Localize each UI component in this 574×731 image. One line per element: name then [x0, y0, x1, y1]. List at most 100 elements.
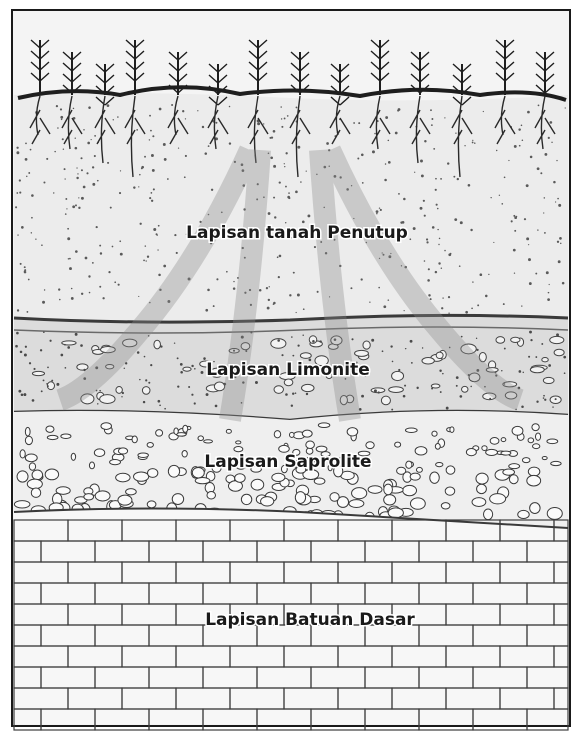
limonite-speckle	[564, 372, 566, 374]
soil-speckle	[565, 107, 566, 108]
soil-speckle	[58, 288, 60, 290]
limonite-speckle	[529, 331, 532, 334]
limonite-speckle	[297, 344, 299, 346]
soil-speckle	[19, 179, 21, 181]
saprolite-stone	[182, 451, 187, 457]
saprolite-stone	[172, 494, 183, 505]
saprolite-stone	[416, 467, 422, 472]
saprolite-stone	[415, 447, 427, 455]
soil-speckle	[353, 122, 355, 124]
soil-speckle	[75, 204, 77, 206]
soil-speckle	[83, 129, 85, 131]
soil-speckle	[513, 249, 516, 252]
saprolite-stone	[530, 503, 540, 514]
saprolite-stone	[302, 430, 312, 437]
limonite-speckle	[442, 373, 444, 375]
limonite-speckle	[398, 369, 400, 371]
soil-speckle	[437, 229, 438, 230]
saprolite-stone	[406, 461, 412, 468]
soil-speckle	[94, 155, 96, 157]
limonite-pebble	[154, 340, 161, 349]
saprolite-stone	[116, 473, 130, 482]
saprolite-stone	[476, 473, 488, 484]
saprolite-stone	[234, 446, 243, 451]
limonite-speckle	[519, 370, 522, 373]
saprolite-stone	[195, 477, 210, 483]
limonite-speckle	[201, 371, 204, 374]
soil-speckle	[17, 234, 18, 235]
soil-speckle	[163, 143, 166, 146]
limonite-speckle	[371, 339, 374, 342]
soil-speckle	[28, 279, 30, 281]
soil-speckle	[385, 163, 387, 165]
limonite-speckle	[139, 379, 140, 380]
soil-speckle	[205, 309, 208, 312]
soil-speckle	[64, 178, 65, 179]
soil-speckle	[53, 192, 54, 193]
saprolite-stone	[20, 450, 25, 458]
soil-speckle	[503, 303, 505, 305]
soil-speckle	[176, 252, 178, 254]
soil-speckle	[60, 116, 63, 119]
soil-speckle	[167, 178, 169, 180]
soil-speckle	[440, 178, 442, 180]
limonite-speckle	[122, 392, 124, 394]
soil-speckle	[477, 304, 479, 306]
soil-speckle	[46, 158, 48, 160]
limonite-speckle	[40, 349, 42, 351]
soil-speckle	[65, 213, 67, 215]
soil-speckle	[518, 128, 520, 130]
limonite-speckle	[180, 363, 183, 366]
soil-speckle	[414, 172, 415, 173]
limonite-speckle	[470, 386, 472, 388]
soil-speckle	[560, 243, 561, 244]
soil-speckle	[270, 156, 273, 159]
soil-speckle	[67, 237, 70, 240]
limonite-speckle	[306, 393, 308, 395]
soil-speckle	[91, 139, 92, 140]
soil-speckle	[380, 209, 382, 211]
soil-speckle	[362, 182, 364, 184]
soil-speckle	[279, 255, 282, 258]
soil-speckle	[81, 197, 84, 200]
soil-speckle	[519, 145, 521, 147]
limonite-speckle	[159, 404, 161, 406]
soil-speckle	[271, 136, 273, 138]
soil-speckle	[558, 260, 561, 263]
limonite-speckle	[422, 347, 423, 348]
limonite-pebble	[392, 371, 404, 380]
limonite-speckle	[148, 382, 150, 384]
soil-speckle	[454, 218, 457, 221]
limonite-speckle	[194, 368, 196, 370]
soil-speckle	[78, 207, 80, 209]
soil-speckle	[211, 189, 213, 191]
soil-speckle	[307, 214, 310, 217]
saprolite-stone	[384, 495, 396, 505]
saprolite-stone	[235, 474, 246, 483]
soil-speckle	[472, 281, 473, 282]
saprolite-stone	[403, 485, 417, 495]
limonite-speckle	[552, 406, 553, 407]
soil-speckle	[557, 198, 559, 200]
limonite-speckle	[32, 399, 35, 402]
saprolite-stone	[204, 440, 213, 443]
soil-speckle	[287, 115, 289, 117]
soil-speckle	[527, 111, 530, 114]
soil-speckle	[268, 299, 270, 301]
soil-speckle	[350, 287, 352, 289]
saprolite-stone	[174, 428, 178, 434]
saprolite-stone	[207, 492, 216, 499]
soil-speckle	[426, 238, 428, 240]
limonite-speckle	[49, 340, 51, 342]
soil-speckle	[550, 121, 553, 124]
soil-speckle	[288, 192, 290, 194]
limonite-speckle	[528, 356, 530, 358]
saprolite-stone	[347, 428, 358, 436]
limonite-speckle	[16, 332, 19, 335]
saprolite-stone	[17, 471, 28, 482]
saprolite-stone	[501, 438, 506, 442]
saprolite-stone	[509, 464, 520, 469]
soil-speckle	[273, 197, 275, 199]
limonite-speckle	[460, 395, 463, 398]
limonite-speckle	[177, 357, 179, 359]
